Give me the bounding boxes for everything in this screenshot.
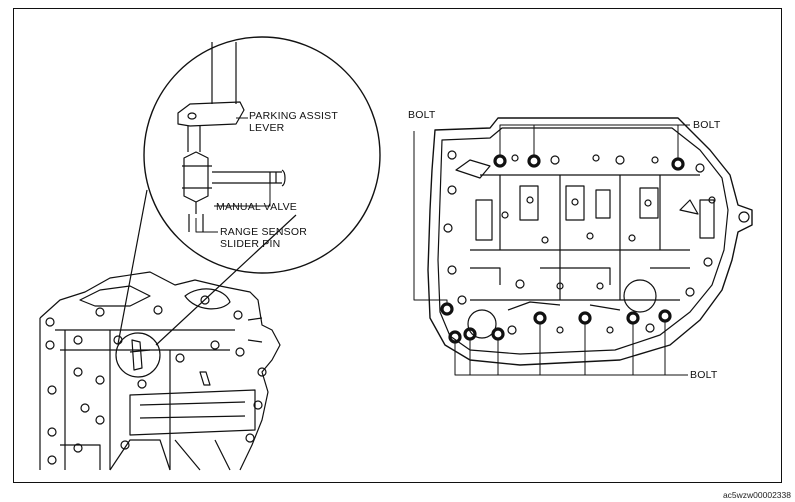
bolt-marker — [463, 327, 477, 341]
detail-lever-small — [129, 339, 151, 371]
label-range-sensor-slider-pin: RANGE SENSOR SLIDER PIN — [220, 226, 307, 250]
magnified-detail-circle — [143, 36, 381, 274]
valve-body-drawing — [427, 117, 753, 366]
detail-area-circle — [115, 332, 161, 378]
label-line: LEVER — [249, 122, 285, 134]
transmission-case-drawing — [39, 271, 281, 471]
label-bolt-left: BOLT — [408, 109, 436, 121]
bolt-marker — [448, 330, 462, 344]
label-bolt-top-right: BOLT — [693, 119, 721, 131]
figure-id: ac5wzw00002338 — [722, 490, 791, 500]
label-manual-valve: MANUAL VALVE — [216, 201, 297, 213]
bolt-marker — [626, 311, 640, 325]
magnifier-lines — [117, 189, 297, 346]
label-line: RANGE SENSOR — [220, 226, 307, 238]
diagram-frame — [13, 8, 782, 483]
highlighted-bolts — [440, 154, 685, 344]
label-line: SLIDER PIN — [220, 238, 281, 250]
valve-body-minor-holes — [443, 150, 716, 335]
bolt-marker — [533, 311, 547, 325]
bolt-marker — [491, 327, 505, 341]
manual-valve-drawing — [182, 151, 286, 232]
bolt-marker — [493, 154, 507, 168]
bolt-marker — [527, 154, 541, 168]
case-bolt-heads — [45, 295, 267, 465]
bolt-marker — [658, 309, 672, 323]
label-bolt-bottom-right: BOLT — [690, 369, 718, 381]
bolt-marker — [671, 157, 685, 171]
label-parking-assist-lever: PARKING ASSIST LEVER — [249, 110, 338, 134]
parking-assist-lever-drawing — [177, 42, 245, 152]
bolt-leader-lines — [413, 124, 690, 376]
leader-range-sensor-pin — [195, 218, 218, 233]
label-line: PARKING ASSIST — [249, 110, 338, 122]
leader-manual-valve — [214, 183, 271, 207]
bolt-marker — [578, 311, 592, 325]
bolt-marker — [440, 302, 454, 316]
